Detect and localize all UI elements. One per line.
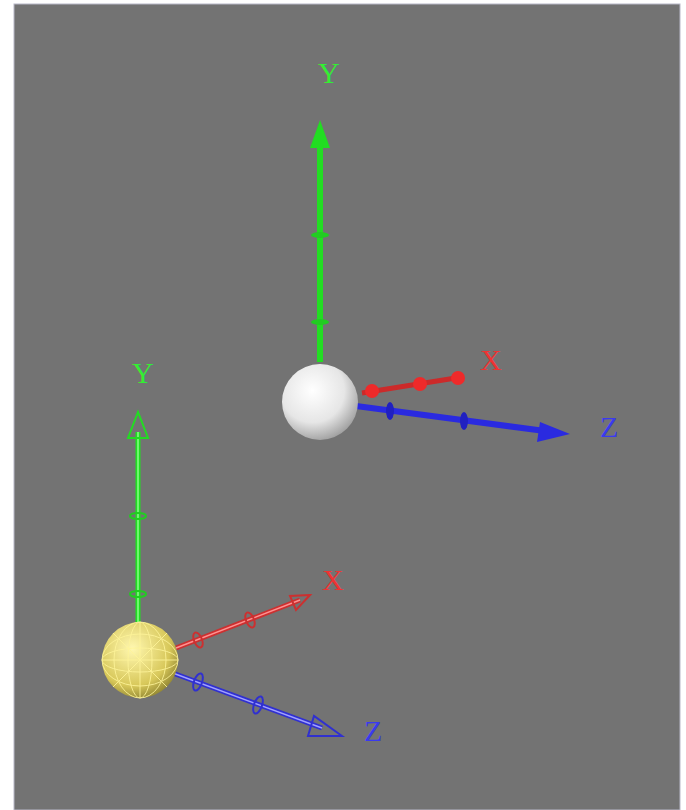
- y-axis-label: Y: [132, 358, 154, 388]
- x-axis-label: X: [480, 345, 502, 375]
- y-axis-label: Y: [318, 58, 340, 88]
- outline-axes: [102, 412, 342, 736]
- x-axis-label: X: [322, 565, 344, 595]
- z-axis-label: Z: [364, 716, 382, 746]
- z-axis-label: Z: [600, 412, 618, 442]
- solid-axes: [282, 120, 570, 442]
- background-panel: [14, 4, 680, 810]
